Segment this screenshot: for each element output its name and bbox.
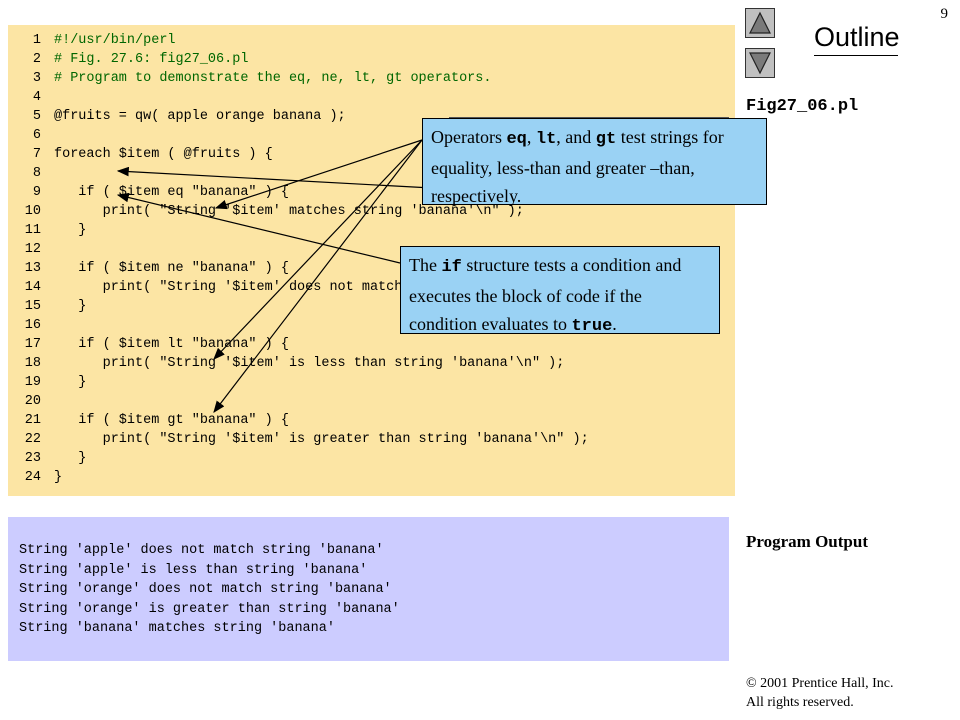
- code-text: if ( $item ne "banana" ) {: [54, 261, 289, 276]
- code-text: if ( $item eq "banana" ) {: [54, 185, 289, 200]
- line-number: 11: [24, 223, 41, 238]
- output-line: String 'orange' is greater than string '…: [19, 601, 400, 617]
- line-number: 22: [24, 432, 41, 447]
- code-line: 1 #!/usr/bin/perl: [8, 31, 728, 50]
- code-text: }: [54, 375, 87, 390]
- code-line: 18 print( "String '$item' is less than s…: [8, 354, 728, 373]
- line-number: 24: [24, 470, 41, 485]
- code-text: @fruits = qw( apple orange banana );: [54, 109, 346, 124]
- code-text: }: [54, 470, 63, 485]
- code-line: 19 }: [8, 373, 728, 392]
- triangle-up-icon: [749, 11, 771, 34]
- code-line: 22 print( "String '$item' is greater tha…: [8, 430, 728, 449]
- program-output-panel: String 'apple' does not match string 'ba…: [8, 517, 729, 661]
- line-number: 8: [32, 166, 41, 181]
- next-slide-button[interactable]: [745, 48, 775, 78]
- code-text: #!/usr/bin/perl: [54, 33, 176, 48]
- line-number: 3: [32, 71, 41, 86]
- code-text: print( "String '$item' is greater than s…: [54, 432, 589, 447]
- code-line: 4: [8, 88, 728, 107]
- line-number: 17: [24, 337, 41, 352]
- code-line: 6: [8, 126, 728, 145]
- code-text: # Fig. 27.6: fig27_06.pl: [54, 52, 249, 67]
- operator-lt: lt: [535, 130, 557, 149]
- line-number: 23: [24, 451, 41, 466]
- keyword-if: if: [441, 258, 462, 277]
- outline-title[interactable]: Outline: [814, 22, 900, 52]
- line-number: 12: [24, 242, 41, 257]
- file-name-label: Fig27_06.pl: [746, 97, 859, 116]
- line-number: 9: [32, 185, 41, 200]
- copyright-line: © 2001 Prentice Hall, Inc.: [746, 676, 894, 691]
- line-number: 6: [32, 128, 41, 143]
- code-text: print( "String '$item' is less than stri…: [54, 356, 565, 371]
- callout-text: .: [612, 314, 617, 334]
- code-text: }: [54, 299, 87, 314]
- code-text: if ( $item gt "banana" ) {: [54, 413, 289, 428]
- code-line: 23 }: [8, 449, 728, 468]
- line-number: 14: [24, 280, 41, 295]
- code-text: # Program to demonstrate the eq, ne, lt,…: [54, 71, 492, 86]
- code-line: 24}: [8, 468, 728, 487]
- callout-if-structure: The if structure tests a condition and e…: [400, 246, 720, 336]
- code-line: 8: [8, 164, 728, 183]
- line-number: 16: [24, 318, 41, 333]
- line-number: 2: [32, 52, 41, 67]
- output-line: String 'apple' does not match string 'ba…: [19, 543, 384, 558]
- line-number: 13: [24, 261, 41, 276]
- triangle-down-icon: [749, 52, 771, 75]
- callout-text: ,: [526, 127, 536, 147]
- callout-text: Operators: [431, 127, 507, 147]
- output-line: String 'apple' is less than string 'bana…: [19, 562, 368, 578]
- output-line: String 'orange' does not match string 'b…: [19, 582, 392, 597]
- previous-slide-button[interactable]: [745, 8, 775, 38]
- code-line: 11 }: [8, 221, 728, 240]
- operator-gt: gt: [595, 130, 617, 149]
- code-line: 7 foreach $item ( @fruits ) {: [8, 145, 728, 164]
- page-number: 9: [940, 6, 949, 22]
- code-line: 3 # Program to demonstrate the eq, ne, lt…: [8, 69, 728, 88]
- keyword-true: true: [571, 317, 613, 336]
- callout-operators: Operators eq, lt, and gt test strings fo…: [422, 118, 767, 206]
- code-line: 12: [8, 240, 728, 259]
- callout-text: The: [409, 255, 442, 275]
- line-number: 21: [24, 413, 41, 428]
- code-line: 21 if ( $item gt "banana" ) {: [8, 411, 728, 430]
- line-number: 19: [24, 375, 41, 390]
- line-number: 10: [24, 204, 41, 219]
- line-number: 4: [32, 90, 41, 105]
- copyright: © 2001 Prentice Hall, Inc. All rights re…: [746, 674, 894, 712]
- outline-underline: [814, 55, 898, 56]
- code-line: 16: [8, 316, 728, 335]
- code-text: foreach $item ( @fruits ) {: [54, 147, 273, 162]
- line-number: 7: [32, 147, 41, 162]
- line-number: 1: [32, 33, 41, 48]
- code-line: 15 }: [8, 297, 728, 316]
- code-line: 5 @fruits = qw( apple orange banana );: [8, 107, 728, 126]
- code-text: }: [54, 223, 87, 238]
- line-number: 15: [24, 299, 41, 314]
- line-number: 5: [32, 109, 41, 124]
- callout-text: test strings for equality, less-than and…: [431, 127, 724, 206]
- operator-eq: eq: [506, 130, 527, 149]
- code-line: 17 if ( $item lt "banana" ) {: [8, 335, 728, 354]
- rights-line: All rights reserved.: [746, 695, 854, 710]
- code-line: 20: [8, 392, 728, 411]
- code-text: if ( $item lt "banana" ) {: [54, 337, 289, 352]
- callout-text: , and: [556, 127, 596, 147]
- code-line: 2 # Fig. 27.6: fig27_06.pl: [8, 50, 728, 69]
- output-line: String 'banana' matches string 'banana': [19, 621, 335, 636]
- line-number: 20: [24, 394, 41, 409]
- line-number: 18: [24, 356, 41, 371]
- program-output-label: Program Output: [746, 532, 868, 551]
- code-text: }: [54, 451, 87, 466]
- callout-text: structure tests a condition and executes…: [409, 255, 682, 334]
